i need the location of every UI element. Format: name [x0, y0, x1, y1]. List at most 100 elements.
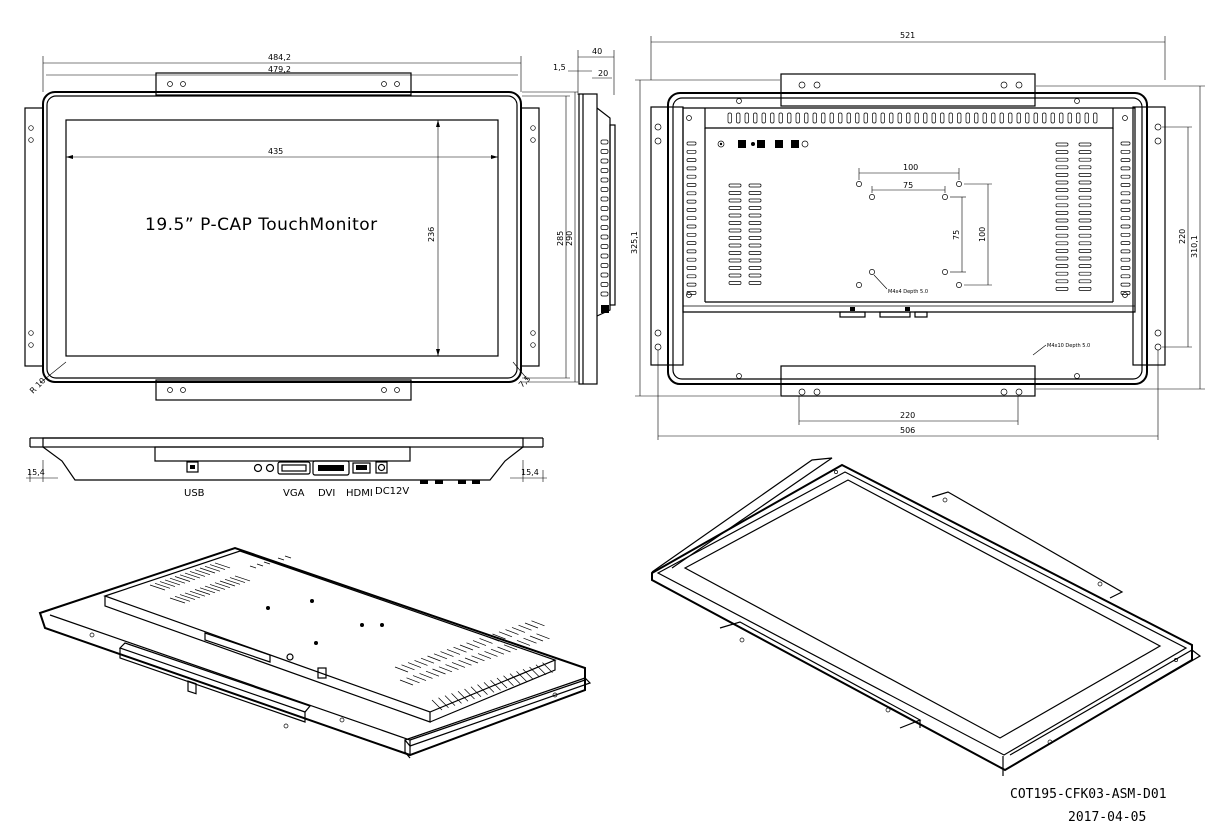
product-title: 19.5” P-CAP TouchMonitor	[145, 215, 378, 235]
vent-slot	[490, 648, 505, 655]
rear-view: 521	[630, 31, 1205, 440]
isometric-rear-view	[38, 546, 592, 759]
vent-slot	[1055, 157, 1069, 162]
vent-slot	[406, 677, 420, 684]
vent-slot	[199, 587, 216, 594]
vent-slot	[1078, 188, 1092, 192]
vent-slot	[728, 213, 742, 218]
vent-slot	[1120, 232, 1131, 237]
isometric-front-view	[651, 457, 1202, 776]
vent-slot	[174, 576, 191, 582]
vent-slot	[451, 693, 462, 704]
vent-slot	[399, 679, 414, 686]
vent-slot	[686, 224, 697, 229]
vent-slot	[472, 640, 487, 646]
vent-slot	[204, 565, 221, 572]
vent-slot	[1055, 249, 1069, 253]
title-block: COT195-CFK03-ASM-D01 2017-04-05	[1010, 787, 1167, 825]
vent-slot	[965, 112, 970, 124]
vent-slot	[1120, 191, 1131, 196]
vent-slot	[444, 695, 456, 706]
vent-slot	[982, 112, 987, 124]
vent-slot	[1078, 165, 1092, 170]
vent-slot	[600, 244, 609, 249]
vent-slot	[440, 651, 454, 657]
vent-slot	[1078, 249, 1092, 253]
vent-slot	[600, 206, 609, 211]
vent-slot	[445, 664, 459, 670]
vent-slot	[600, 272, 609, 278]
vesa-100-height-dim: 100	[978, 227, 987, 242]
vent-slot	[728, 266, 742, 270]
vent-slot	[234, 575, 251, 582]
vent-slot	[1078, 150, 1092, 154]
vent-slot	[184, 572, 201, 579]
vent-slot	[490, 679, 501, 691]
vent-slot	[1120, 166, 1131, 171]
vent-slot	[492, 633, 506, 640]
vent-slot	[1120, 174, 1131, 179]
vent-slot	[686, 274, 697, 279]
vent-slot	[427, 655, 441, 662]
vent-slot	[1067, 112, 1072, 124]
vent-slot	[432, 668, 446, 675]
vent-slot	[728, 251, 742, 255]
vent-slot	[686, 149, 697, 154]
vent-slot	[728, 206, 742, 210]
vent-slot	[957, 112, 962, 124]
vent-slot	[600, 177, 609, 183]
vent-slot	[748, 258, 762, 263]
vent-slot	[277, 557, 285, 561]
vent-slot	[159, 581, 176, 587]
vent-slot	[523, 637, 537, 644]
vent-slot	[179, 594, 196, 600]
vent-slot	[686, 216, 697, 221]
vent-slot	[753, 112, 758, 124]
vent-slot	[1055, 264, 1069, 268]
vent-slot	[457, 690, 469, 702]
vent-slot	[897, 112, 902, 124]
vent-slot	[1055, 256, 1069, 261]
vent-slot	[1025, 112, 1030, 124]
vesa-100-width-dim: 100	[903, 163, 918, 172]
front-overall-width-dim: 484,2	[268, 53, 291, 62]
vent-slot	[511, 627, 526, 633]
vent-slot	[1084, 112, 1089, 124]
vent-slot	[169, 577, 186, 584]
vent-slot	[464, 657, 479, 664]
vent-slot	[1055, 226, 1069, 230]
vent-slot	[1120, 274, 1131, 279]
bottom-left-offset-dim: 15,4	[27, 468, 45, 477]
vent-slot	[600, 215, 609, 221]
rear-overall-width-dim: 521	[900, 31, 915, 40]
vent-slot	[1078, 226, 1092, 230]
front-view: 484,2 479,2 19.5” P-CAP TouchMonitor 435	[24, 53, 578, 401]
vent-slot	[1120, 208, 1131, 212]
vent-slot	[179, 574, 196, 581]
vent-slot	[1120, 199, 1131, 204]
vent-slot	[433, 653, 448, 660]
vent-slot	[728, 243, 742, 248]
vent-slot	[1078, 173, 1092, 177]
vent-slot	[199, 567, 216, 574]
vent-slot	[728, 273, 742, 278]
vent-slot	[503, 675, 514, 687]
vent-slot	[600, 168, 609, 173]
vent-slot	[600, 139, 609, 145]
vent-slot	[940, 112, 945, 124]
vent-slot	[498, 631, 513, 638]
vent-slot	[846, 112, 851, 124]
vent-slot	[485, 635, 500, 642]
vent-slot	[169, 597, 186, 604]
vent-slot	[1078, 256, 1092, 261]
vent-slot	[1120, 282, 1131, 287]
front-bezel-height-dim: 285	[556, 231, 565, 246]
vent-slot	[214, 582, 231, 589]
vent-slot	[516, 671, 527, 682]
vent-slot	[470, 686, 482, 698]
vent-slot	[270, 559, 278, 563]
vent-slot	[1078, 180, 1092, 185]
vent-slot	[1120, 158, 1131, 162]
vent-slot	[505, 629, 519, 635]
